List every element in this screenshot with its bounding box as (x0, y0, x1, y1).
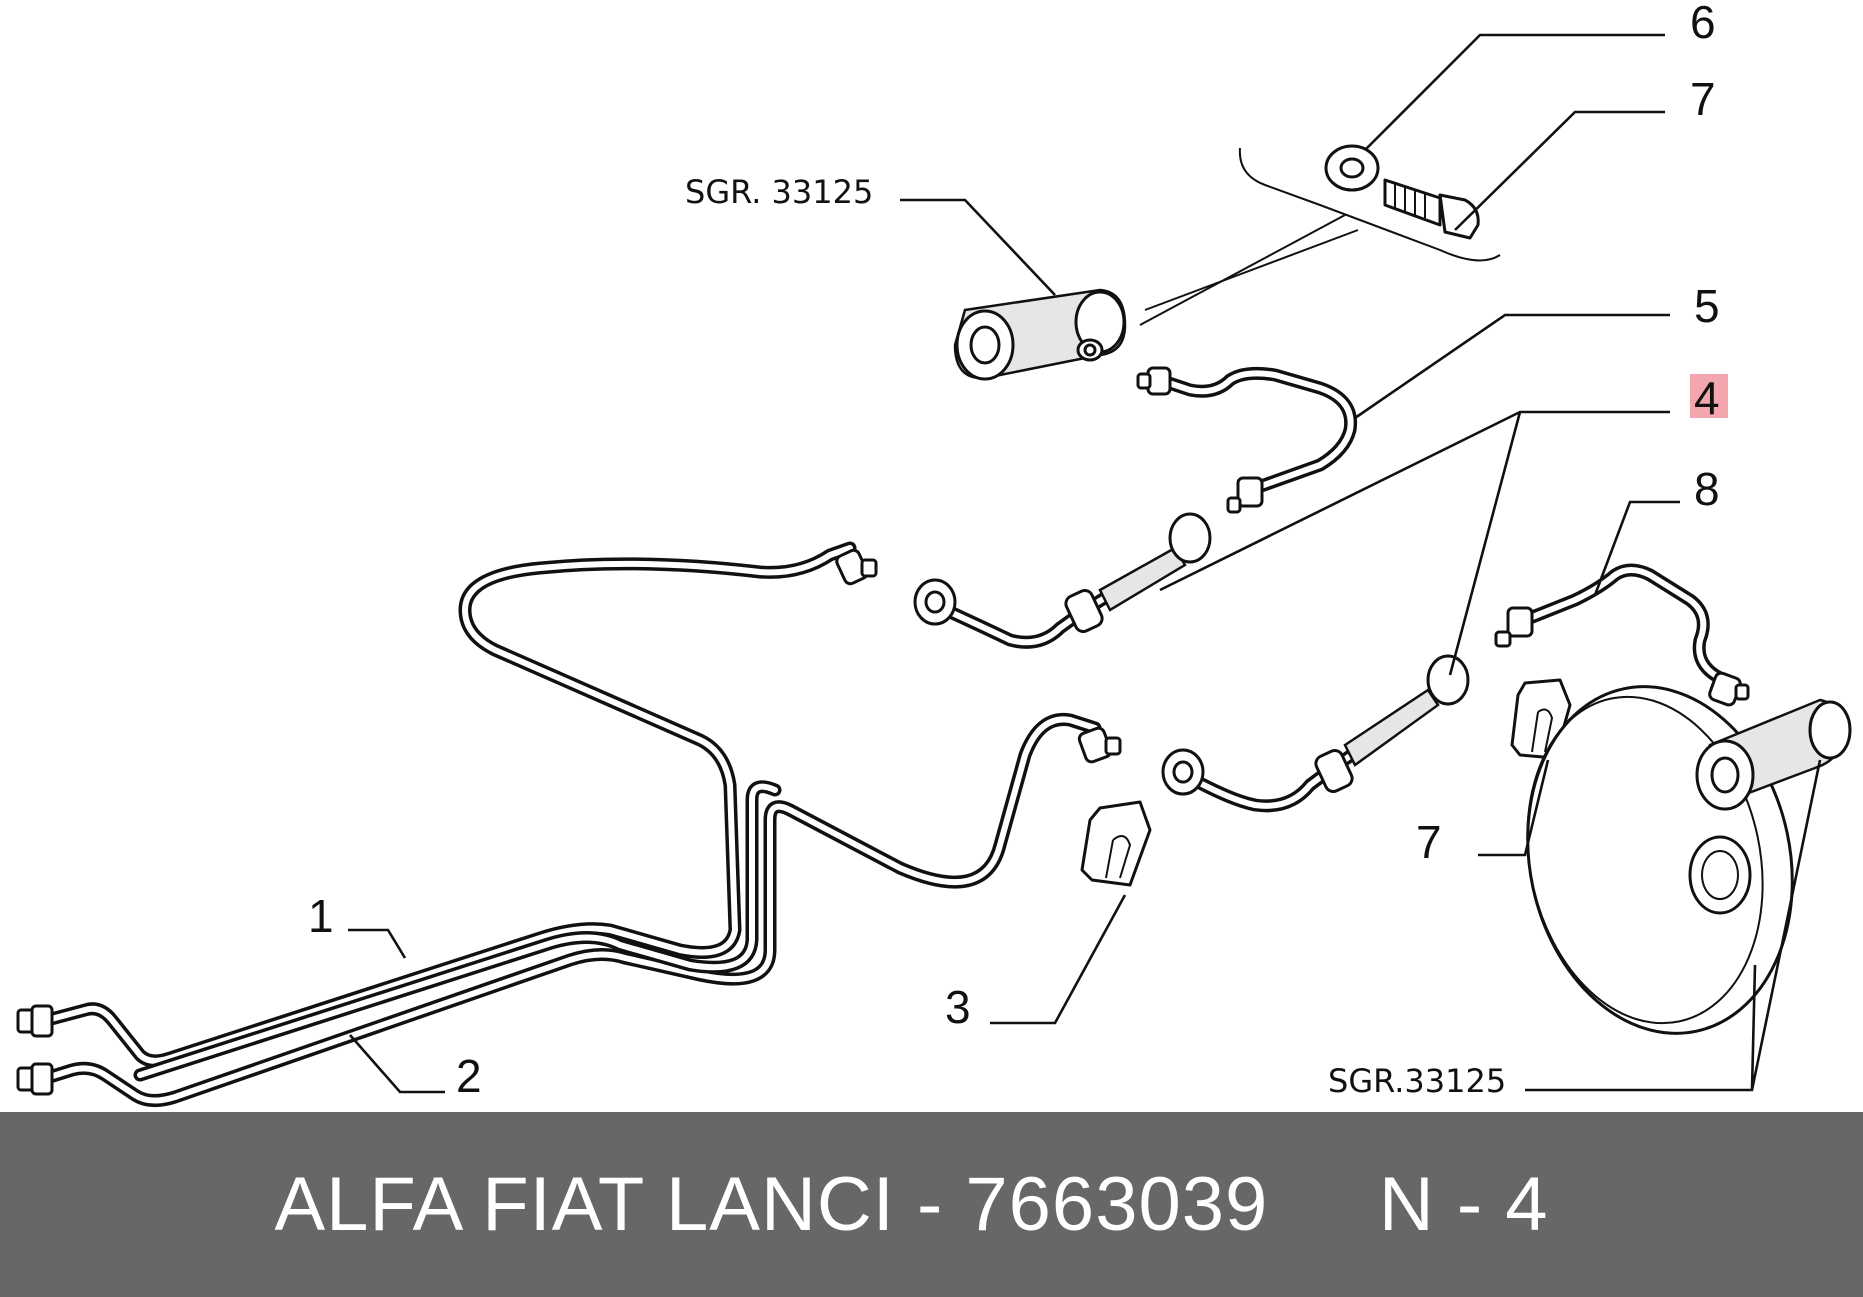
leader-5 (1354, 313, 1670, 420)
pipe-fitting-left-upper (16, 1004, 54, 1038)
callout-7-top: 7 (1690, 73, 1716, 125)
callout-1: 1 (308, 890, 334, 942)
clip-part-3 (1080, 800, 1152, 887)
reference-lower: SGR.33125 (1328, 1062, 1506, 1100)
leader-ref-lower (1525, 759, 1822, 1092)
washer-part-6 (1324, 144, 1380, 192)
leader-1 (348, 928, 407, 959)
callout-7-clip: 7 (1416, 816, 1442, 868)
wheel-cylinder-upper (953, 288, 1127, 381)
brake-pipe-8 (1494, 563, 1750, 707)
callout-2: 2 (456, 1050, 482, 1102)
callout-3: 3 (945, 981, 971, 1033)
callout-6: 6 (1690, 0, 1716, 48)
brake-pipe-1 (33, 541, 857, 1068)
footer-bar: ALFA FIAT LANCI - 7663039 N - 4 (0, 1112, 1863, 1297)
flexible-hose-lower (1161, 654, 1470, 813)
brake-pipe-2 (33, 712, 1102, 1107)
leader-2 (349, 1034, 445, 1094)
callout-8: 8 (1694, 463, 1720, 515)
pipe-fitting-left-lower (16, 1062, 54, 1096)
wheel-cylinder-lower (1695, 698, 1852, 811)
pipe-fitting-middle-end (1077, 726, 1122, 764)
leader-7-top (1454, 110, 1665, 231)
mounting-guide-line-1 (1139, 214, 1346, 326)
callout-4: 4 (1694, 372, 1720, 424)
leader-6 (1364, 33, 1665, 151)
mounting-plate-outline (1238, 147, 1501, 262)
leader-8 (1593, 500, 1680, 596)
pipe-fitting-upper-end (835, 548, 878, 586)
footer-part-number: ALFA FIAT LANCI - 7663039 N - 4 (274, 1162, 1549, 1247)
leader-ref-upper (900, 198, 1056, 296)
leader-7-clip (1478, 759, 1550, 857)
brake-pipe-exploded-diagram: 1 2 3 4 5 6 7 7 8 SGR. 33125 SGR.33125 (16, 0, 1852, 1107)
flexible-hose-upper (913, 512, 1212, 649)
reference-upper: SGR. 33125 (685, 173, 873, 211)
mounting-guide-line-2 (1144, 229, 1359, 311)
leader-3 (990, 894, 1127, 1025)
brake-pipe-5 (1136, 366, 1358, 514)
callout-5: 5 (1694, 280, 1720, 332)
leader-4 (1159, 410, 1670, 676)
bolt-part-7 (1383, 178, 1480, 240)
callout-4-highlight (1690, 374, 1728, 418)
